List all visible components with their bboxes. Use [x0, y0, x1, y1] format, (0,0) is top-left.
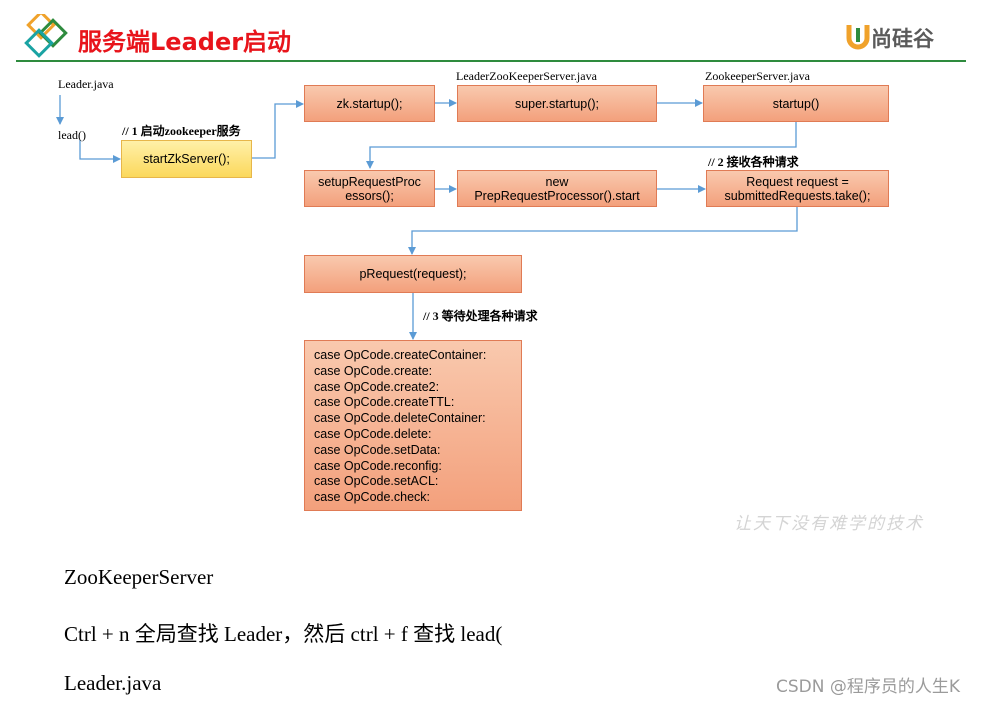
file-label-zk-server: ZookeeperServer.java	[705, 69, 810, 83]
case-item: case OpCode.createContainer:	[314, 348, 487, 362]
file-label-leader: Leader.java	[58, 77, 114, 91]
box-text: pRequest(request);	[359, 267, 467, 281]
box-text-line1: Request request =	[746, 174, 849, 189]
box-text: super.startup();	[514, 96, 600, 111]
box-super-startup: super.startup();	[457, 85, 657, 122]
case-item: case OpCode.setACL:	[314, 474, 439, 489]
box-text-line2: essors();	[345, 188, 394, 203]
box-take-request: Request request = submittedRequests.take…	[706, 170, 889, 207]
logo	[22, 14, 68, 58]
arrow-startzk-to-zkstartup	[252, 100, 304, 159]
box-opcode-cases: case OpCode.createContainer: case OpCode…	[304, 340, 522, 511]
arrow-startup-to-setup	[366, 122, 797, 169]
note-line-3: Leader.java	[64, 671, 162, 695]
note-line-1: ZooKeeperServer	[64, 565, 214, 589]
comment-receive-requests: // 2 接收各种请求	[708, 155, 799, 169]
method-label-lead: lead()	[58, 128, 86, 142]
case-item: case OpCode.createTTL:	[314, 395, 455, 410]
box-text-line2: PrepRequestProcessor().start	[474, 188, 640, 203]
comment-wait-process-requests: // 3 等待处理各种请求	[423, 309, 538, 323]
arrow-take-to-prequest	[408, 207, 798, 255]
case-list: case OpCode.createContainer: case OpCode…	[314, 348, 486, 506]
box-text: zk.startup();	[336, 96, 403, 111]
diamond-logo-icon	[24, 14, 68, 58]
case-item: case OpCode.create2:	[314, 379, 440, 394]
header-divider	[16, 60, 966, 62]
box-text-line2: submittedRequests.take();	[724, 188, 871, 203]
file-label-leader-zk-server: LeaderZooKeeperServer.java	[456, 69, 597, 83]
case-item: case OpCode.delete:	[314, 426, 432, 441]
csdn-watermark: CSDN @程序员的人生K	[776, 677, 961, 697]
brand-name: 尚硅谷	[871, 27, 934, 51]
case-item: case OpCode.reconfig:	[314, 458, 442, 473]
box-startup: startup()	[703, 85, 889, 122]
case-item: case OpCode.deleteContainer:	[314, 411, 486, 426]
case-item: case OpCode.check:	[314, 490, 431, 505]
case-item: case OpCode.setData:	[314, 442, 441, 457]
case-item: case OpCode.create:	[314, 363, 433, 378]
watermark-slogan: 让天下没有难学的技术	[734, 514, 924, 534]
box-text-line1: setupRequestProc	[318, 174, 421, 189]
box-setup-request-processors: setupRequestProc essors();	[304, 170, 435, 207]
page-title: 服务端Leader启动	[78, 28, 292, 56]
brand	[845, 22, 871, 50]
note-line-2: Ctrl + n 全局查找 Leader，然后 ctrl + f 查找 lead…	[64, 622, 503, 646]
arrow-lead-to-startzk	[79, 140, 121, 163]
u-logo-icon	[846, 25, 870, 50]
box-text: startup()	[772, 96, 820, 111]
box-prep-request-processor: new PrepRequestProcessor().start	[457, 170, 657, 207]
comment-start-zookeeper: // 1 启动zookeeper服务	[122, 124, 241, 138]
box-zk-startup: zk.startup();	[304, 85, 435, 122]
box-text: startZkServer();	[143, 152, 230, 166]
box-start-zk-server: startZkServer();	[121, 140, 252, 178]
box-text-line1: new	[545, 174, 569, 189]
box-p-request: pRequest(request);	[304, 255, 522, 293]
